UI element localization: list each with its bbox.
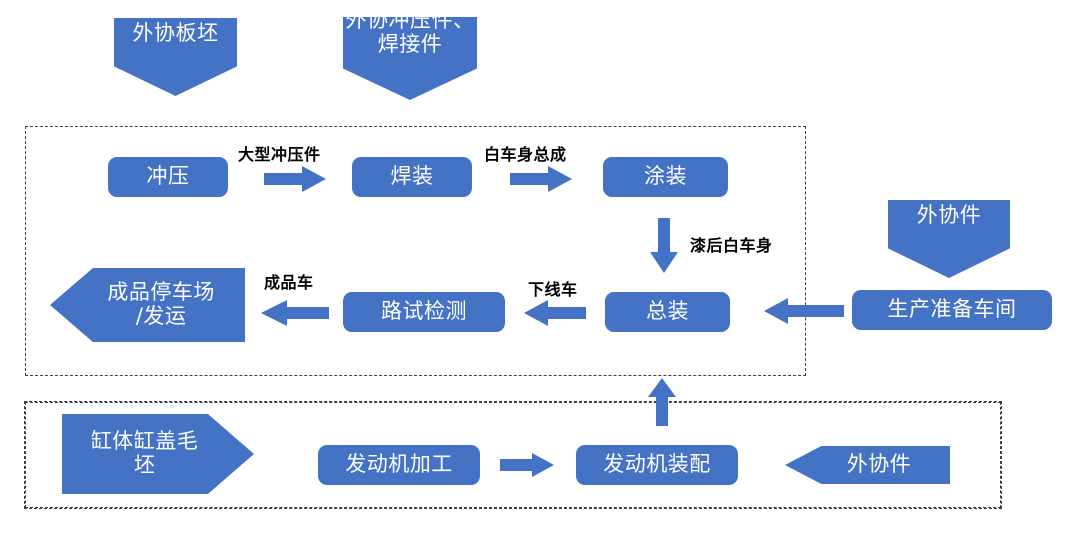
process-stamping-label: 冲压	[146, 164, 190, 189]
edge-label-painted-body: 漆后白车身	[690, 236, 773, 255]
input-sheet-blank[interactable]: 外协板坯	[114, 18, 237, 96]
input-sheet-blank-label: 外协板坯	[132, 20, 219, 45]
pentagon-left-shape	[785, 446, 950, 484]
arrow-welding-to-painting	[510, 166, 572, 192]
process-stamping[interactable]: 冲压	[108, 157, 228, 197]
process-final-assembly[interactable]: 总装	[605, 292, 730, 332]
pentagon-left-shape	[50, 268, 245, 342]
edge-label-body-in-white: 白车身总成	[484, 145, 567, 164]
process-painting[interactable]: 涂装	[603, 157, 728, 197]
process-prep-workshop-label: 生产准备车间	[887, 297, 1017, 322]
process-road-test[interactable]: 路试检测	[343, 292, 505, 332]
process-prep-workshop[interactable]: 生产准备车间	[852, 290, 1052, 330]
output-finished-vehicle-yard[interactable]: 成品停车场 /发运	[50, 268, 245, 342]
process-welding-label: 焊装	[390, 164, 434, 189]
process-road-test-label: 路试检测	[381, 299, 467, 324]
arrow-engine-to-vehicle	[648, 378, 676, 426]
arrow-stamping-to-welding	[264, 166, 326, 192]
process-painting-label: 涂装	[644, 164, 687, 189]
edge-label-large-stampings: 大型冲压件	[238, 145, 321, 164]
arrow-prep-to-assembly	[764, 298, 844, 324]
edge-label-finished-car: 成品车	[264, 273, 314, 292]
input-outsourced-parts-bottom[interactable]: 外协件	[785, 446, 950, 484]
process-engine-assembly-label: 发动机装配	[603, 452, 711, 477]
pentagon-right-shape	[62, 414, 254, 494]
process-final-assembly-label: 总装	[646, 299, 689, 324]
output-finished-vehicle-yard-label: 成品停车场 /发运	[107, 280, 215, 328]
process-engine-machining-label: 发动机加工	[345, 452, 453, 477]
edge-label-offline-car: 下线车	[528, 280, 578, 299]
input-outsourced-parts-bottom-label: 外协件	[846, 452, 912, 477]
input-engine-blank-label: 缸体缸盖毛 坯	[90, 429, 199, 477]
input-outsourced-parts-right[interactable]: 外协件	[888, 200, 1010, 278]
arrow-assembly-to-roadtest	[524, 300, 586, 326]
input-stamped-welded-parts[interactable]: 外协冲压件、 焊接件	[343, 8, 477, 100]
frame-vehicle-plant	[25, 126, 806, 376]
arrow-machining-to-engine-assembly	[500, 453, 554, 477]
process-engine-machining[interactable]: 发动机加工	[318, 445, 480, 485]
process-engine-assembly[interactable]: 发动机装配	[576, 445, 738, 485]
input-engine-blank[interactable]: 缸体缸盖毛 坯	[62, 414, 254, 494]
input-stamped-welded-parts-label: 外协冲压件、 焊接件	[345, 8, 475, 57]
arrow-painting-to-assembly	[650, 218, 678, 273]
arrow-roadtest-to-yard	[261, 300, 329, 326]
process-welding[interactable]: 焊装	[352, 157, 472, 197]
input-outsourced-parts-right-label: 外协件	[916, 202, 982, 227]
